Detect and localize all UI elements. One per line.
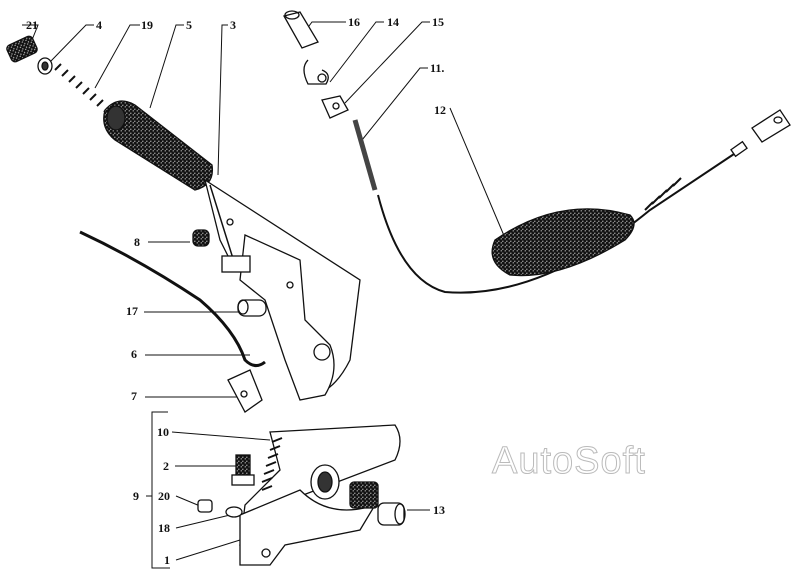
cap-21: [6, 35, 38, 63]
bracket-15: [321, 95, 349, 119]
label-20: 20: [158, 489, 170, 503]
label-6: 6: [131, 347, 137, 361]
label-4: 4: [96, 18, 102, 32]
watermark: AutoSoft: [492, 440, 646, 483]
label-15: 15: [432, 15, 444, 29]
label-1: 1: [164, 553, 170, 567]
label-3: 3: [230, 18, 236, 32]
label-19: 19: [141, 18, 153, 32]
bolt-2: [231, 454, 255, 486]
leader-lines: [22, 21, 506, 569]
bushing-13: [377, 502, 406, 526]
label-21: 21: [26, 18, 38, 32]
boot-12: [491, 208, 635, 277]
pin-20: [197, 499, 213, 513]
label-9: 9: [133, 489, 139, 503]
clip-14: [303, 59, 329, 85]
label-5: 5: [186, 18, 192, 32]
label-2: 2: [163, 459, 169, 473]
cable-end: [644, 109, 791, 211]
label-11: 11.: [430, 61, 445, 75]
spring-10: [261, 437, 283, 491]
label-17: 17: [126, 304, 138, 318]
label-7: 7: [131, 389, 137, 403]
label-8: 8: [134, 235, 140, 249]
needle-bearing: [349, 481, 379, 509]
pin-17: [237, 299, 267, 317]
label-10: 10: [157, 425, 169, 439]
nut-16: [283, 10, 319, 49]
label-18: 18: [158, 521, 170, 535]
handle-grip-5: [103, 100, 214, 191]
label-13: 13: [433, 503, 445, 517]
bushing-8: [192, 229, 210, 247]
spring-19: [54, 63, 111, 113]
washer-18: [225, 506, 243, 518]
pedal-lever-1: [239, 424, 401, 566]
label-12: 12: [434, 103, 446, 117]
washer-4: [37, 57, 53, 75]
rod-6: [79, 230, 266, 367]
label-16: 16: [348, 15, 360, 29]
lever-3: [203, 178, 361, 401]
label-14: 14: [387, 15, 399, 29]
plate-7: [227, 369, 263, 413]
